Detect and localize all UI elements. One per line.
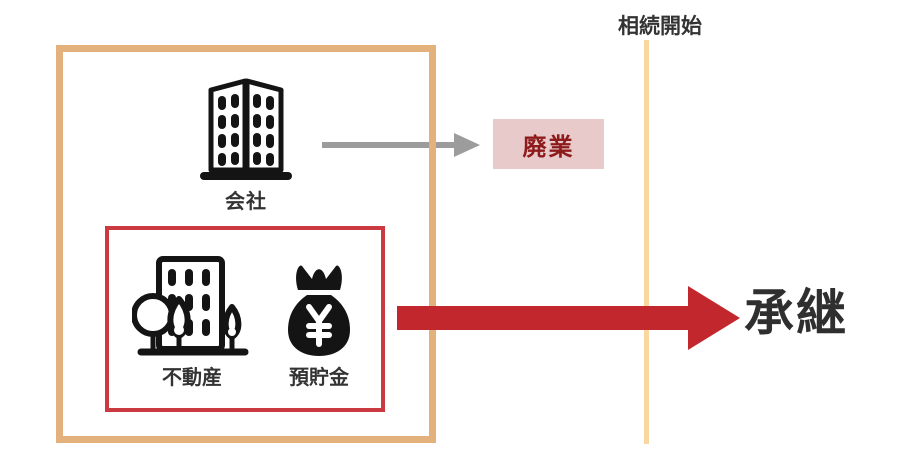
company-outer-box (56, 45, 436, 443)
timeline-label: 相続開始 (618, 14, 702, 38)
closure-box: 廃業 (493, 119, 604, 169)
assets-box (105, 226, 385, 412)
real-estate-building-icon (132, 256, 249, 356)
money-bag-yen-icon (288, 265, 350, 356)
deposits-label: 預貯金 (289, 367, 349, 389)
closure-label: 廃業 (522, 134, 575, 161)
succession-label: 承継 (744, 285, 848, 341)
timeline-line (644, 40, 649, 444)
yen-symbol-icon (306, 304, 332, 347)
closure-gray-arrow-icon (322, 133, 480, 157)
succession-red-arrow-icon (397, 286, 740, 350)
company-label: 会社 (225, 191, 267, 213)
company-building-icon (200, 78, 292, 180)
real-estate-label: 不動産 (162, 367, 222, 389)
